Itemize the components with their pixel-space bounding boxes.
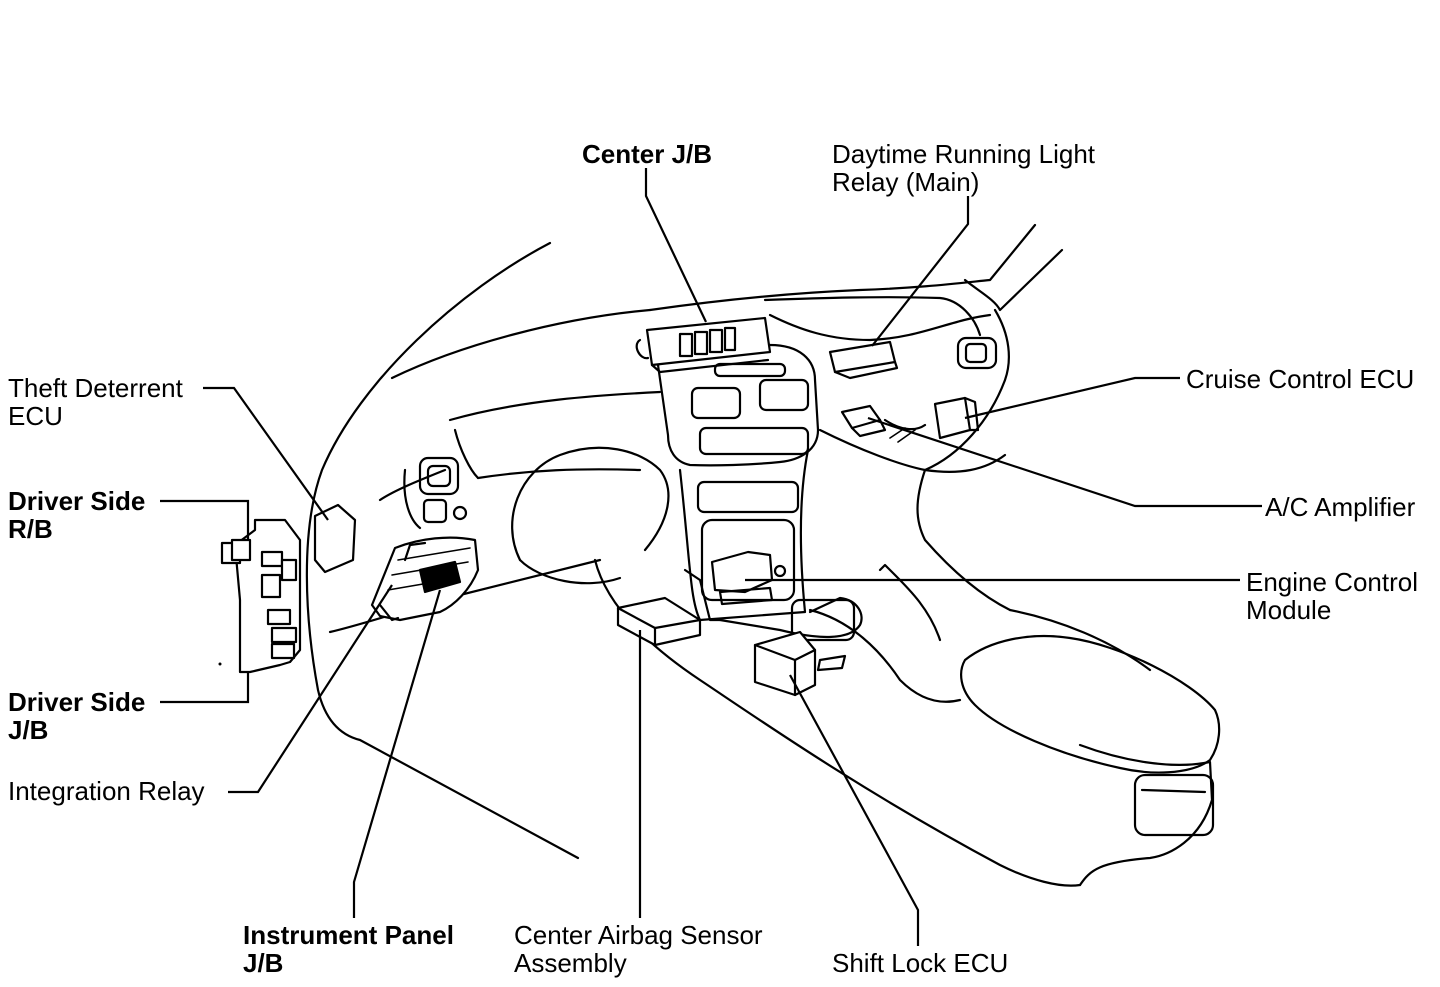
- label-ac-amplifier: A/C Amplifier: [1265, 493, 1415, 521]
- label-ecm-line2: Module: [1246, 595, 1332, 625]
- label-airbag-sensor-line2: Assembly: [514, 948, 627, 978]
- ac-amplifier-component: [840, 404, 887, 438]
- label-shift-lock-ecu: Shift Lock ECU: [832, 949, 1008, 977]
- label-cruise-ecu: Cruise Control ECU: [1186, 365, 1414, 393]
- label-shift-lock-ecu-text: Shift Lock ECU: [832, 948, 1009, 978]
- ip-jb-component: [370, 536, 480, 622]
- label-airbag-sensor: Center Airbag Sensor Assembly: [514, 921, 763, 977]
- dashboard-outline: [305, 223, 1064, 860]
- label-ip-jb: Instrument Panel J/B: [243, 921, 454, 977]
- label-theft-ecu-line1: Theft Deterrent: [8, 373, 183, 403]
- center-stack: [656, 343, 820, 622]
- drl-relay-component: [828, 340, 899, 380]
- label-theft-ecu-line2: ECU: [8, 401, 63, 431]
- label-ecm-line1: Engine Control: [1246, 567, 1418, 597]
- leader-lines: [160, 168, 1262, 946]
- label-drl-relay-line1: Daytime Running Light: [832, 139, 1096, 169]
- center-jb-component: [635, 316, 772, 374]
- label-driver-rb: Driver Side R/B: [8, 487, 145, 543]
- label-integration-relay: Integration Relay: [8, 777, 205, 805]
- label-center-jb-text: Center J/B: [582, 139, 713, 169]
- label-theft-ecu: Theft Deterrent ECU: [8, 374, 183, 430]
- label-ip-jb-line2: J/B: [243, 948, 284, 978]
- label-driver-jb-line1: Driver Side: [8, 687, 146, 717]
- theft-ecu-component: [313, 503, 357, 574]
- label-airbag-sensor-line1: Center Airbag Sensor: [514, 920, 763, 950]
- label-ecm: Engine Control Module: [1246, 568, 1418, 624]
- label-ac-amplifier-text: A/C Amplifier: [1265, 492, 1416, 522]
- label-driver-jb: Driver Side J/B: [8, 688, 145, 744]
- airbag-sensor-component: [616, 596, 702, 647]
- shift-lock-ecu-component: [753, 630, 817, 697]
- label-driver-jb-line2: J/B: [8, 715, 49, 745]
- label-center-jb: Center J/B: [582, 140, 712, 168]
- label-driver-rb-line1: Driver Side: [8, 486, 146, 516]
- label-driver-rb-line2: R/B: [8, 514, 53, 544]
- cruise-ecu-component: [933, 396, 980, 440]
- driver-side-box-component: [218, 518, 302, 674]
- center-console: [593, 558, 1221, 887]
- label-integration-relay-text: Integration Relay: [8, 776, 205, 806]
- label-cruise-ecu-text: Cruise Control ECU: [1186, 364, 1415, 394]
- label-drl-relay-line2: Relay (Main): [832, 167, 980, 197]
- label-ip-jb-line1: Instrument Panel: [243, 920, 454, 950]
- label-drl-relay: Daytime Running Light Relay (Main): [832, 140, 1095, 196]
